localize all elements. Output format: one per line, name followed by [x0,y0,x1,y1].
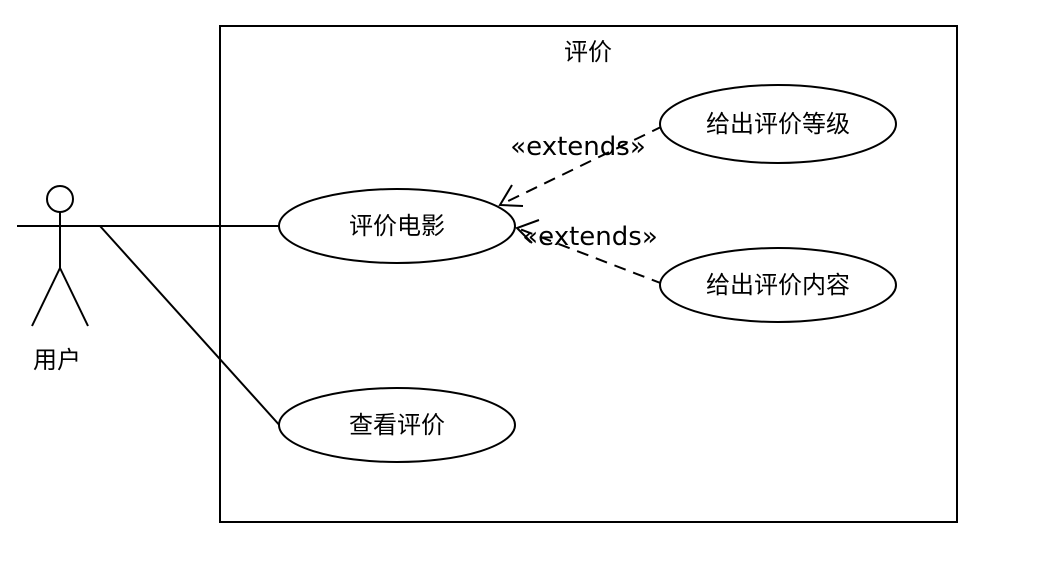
use-case-label: 给出评价内容 [706,271,850,299]
use-case-ellipse [659,84,897,164]
use-case-label: 查看评价 [349,411,445,439]
system-boundary: 评价 [219,25,958,523]
arrowhead-icon [498,184,524,207]
arrowhead-icon [515,219,540,244]
actor-head [46,185,74,213]
use-case-give-rating-content: 给出评价内容 [659,247,897,323]
use-case-view-ratings: 查看评价 [278,387,516,463]
extends-relation-level: «extends» [498,125,664,207]
use-case-ellipse [659,247,897,323]
actor-label: 用户 [33,346,81,374]
extends-line-level [499,125,664,206]
extends-relation-content: «extends» [515,219,664,285]
use-case-label: 评价电影 [349,212,445,240]
actor-user: 用户 [17,185,103,374]
system-title: 评价 [564,38,612,66]
actor-right-leg [59,267,89,327]
extends-label-level: «extends» [510,132,645,162]
system-boundary-box [219,25,958,523]
actor-left-leg [31,267,61,327]
extends-label-content: «extends» [522,222,657,252]
use-case-label: 给出评价等级 [706,110,850,138]
association-user-view-ratings [99,225,283,429]
use-case-ellipse [278,387,516,463]
extends-line-content [516,227,664,285]
use-case-give-rating-level: 给出评价等级 [659,84,897,164]
use-case-rate-movie: 评价电影 [278,188,516,264]
use-case-ellipse [278,188,516,264]
